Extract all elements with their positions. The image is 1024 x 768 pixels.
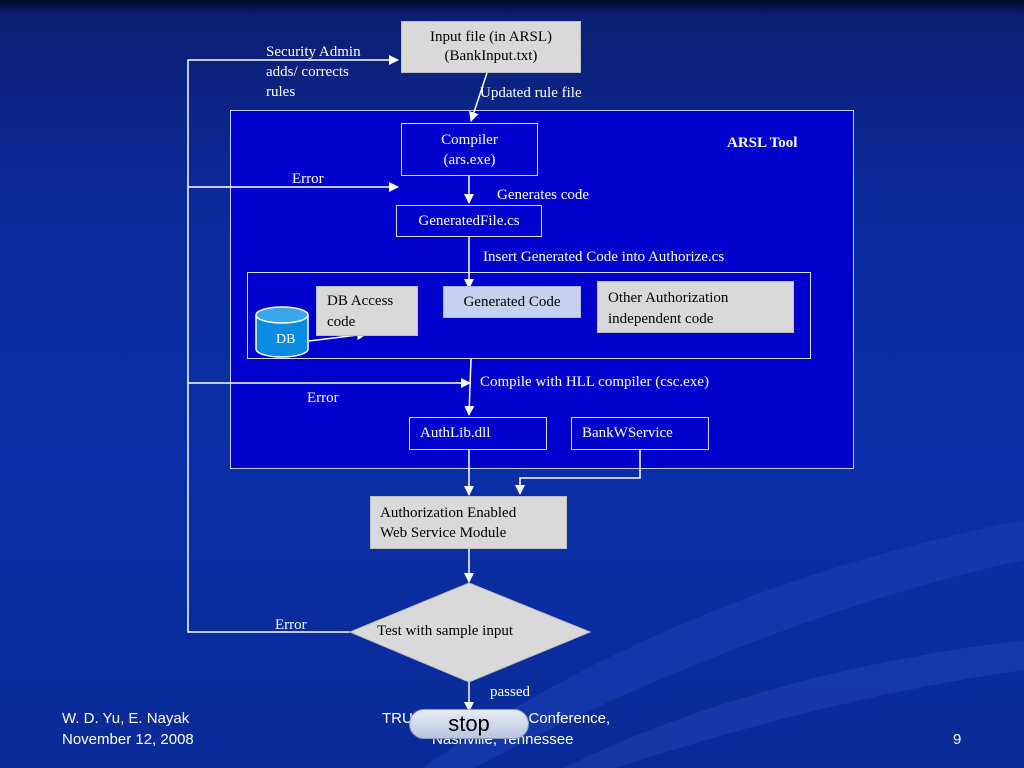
other-authorization-box: Other Authorization independent code: [597, 281, 794, 333]
passed-label: passed: [490, 684, 530, 700]
footer-page-number: 9: [953, 731, 962, 748]
arrow-input-to-compiler: [469, 72, 488, 122]
arrow-to-authlib: [464, 358, 475, 416]
compile-hll-label: Compile with HLL compiler (csc.exe): [480, 374, 709, 390]
security-admin-label: Security Admin adds/ corrects rules: [266, 44, 361, 100]
generated-code-box: Generated Code: [443, 286, 581, 318]
stop-terminal: stop: [409, 709, 529, 739]
arsl-tool-label: ARSL Tool: [727, 135, 798, 151]
db-access-box: DB Access code: [316, 286, 418, 336]
top-bar: [0, 0, 1024, 14]
arrow-bankwservice-to-module: [515, 450, 641, 495]
input-file-box: Input file (in ARSL) (BankInput.txt): [401, 21, 581, 73]
authlib-box: AuthLib.dll: [409, 417, 547, 450]
auth-module-box: Authorization Enabled Web Service Module: [370, 496, 567, 549]
insert-code-label: Insert Generated Code into Authorize.cs: [483, 249, 725, 265]
db-cylinder-icon: [255, 306, 309, 358]
error-label-test: Error: [275, 617, 307, 633]
error-label-hll: Error: [307, 390, 339, 406]
db-label: DB: [276, 332, 296, 347]
test-label: Test with sample input: [377, 623, 514, 639]
bankwservice-box: BankWService: [571, 417, 709, 450]
error-feedback-line: [187, 55, 399, 633]
updated-rule-file-label: Updated rule file: [480, 85, 582, 101]
generates-code-label: Generates code: [497, 187, 590, 203]
generated-file-box: GeneratedFile.cs: [396, 205, 542, 237]
footer-date: November 12, 2008: [62, 731, 194, 748]
compiler-box: Compiler (ars.exe): [401, 123, 538, 176]
test-diamond: [348, 582, 592, 683]
error-label-compiler: Error: [292, 171, 324, 187]
footer-authors: W. D. Yu, E. Nayak: [62, 710, 190, 727]
authorize-cs-container: [247, 272, 811, 359]
